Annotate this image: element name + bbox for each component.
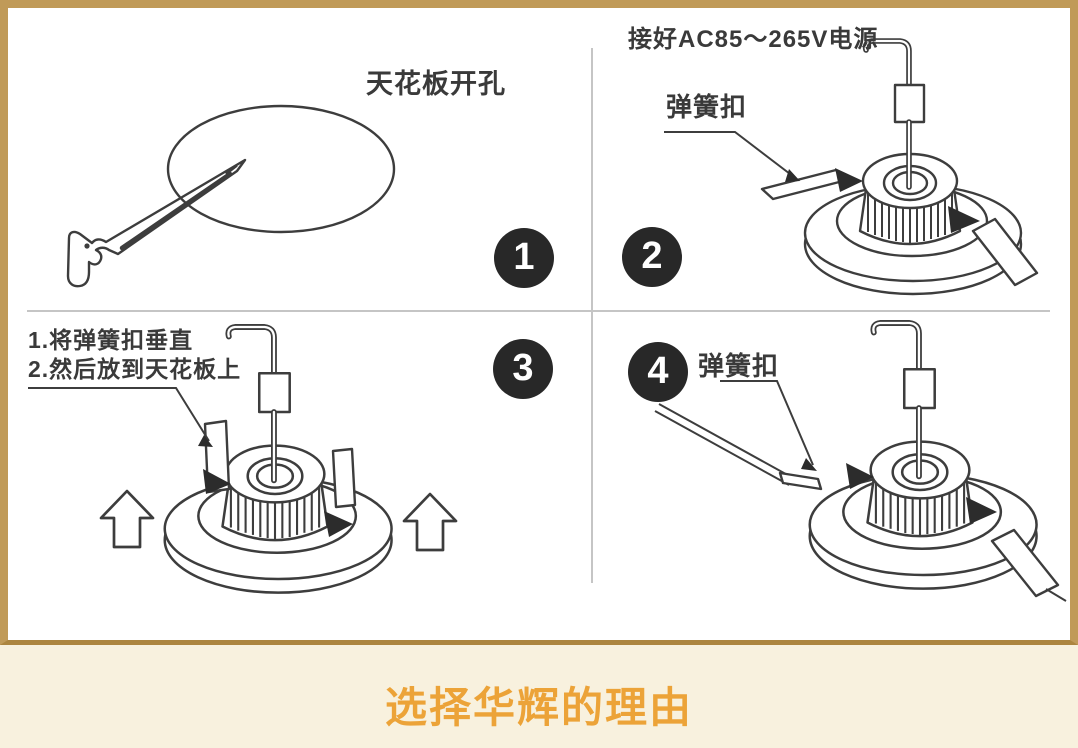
banner-title: 选择华辉的理由 <box>384 684 693 731</box>
up-arrow-right <box>402 492 458 552</box>
label-spring-clip-step2: 弹簧扣 <box>666 92 748 122</box>
spring-clip-leader-line <box>664 131 795 178</box>
up-arrow-left <box>99 489 155 549</box>
step-badge-3: 3 <box>493 339 553 399</box>
label-step3-line2: 2.然后放到天花板上 <box>28 356 242 383</box>
spring-clip-left <box>760 168 849 201</box>
label-spring-clip-step4: 弹簧扣 <box>698 351 780 381</box>
spring-clip-right <box>990 528 1060 598</box>
spring-clip-right <box>971 217 1039 287</box>
spring-clip-leader-line <box>720 380 814 466</box>
bottom-banner: 选择华辉的理由 <box>0 645 1078 748</box>
spring-clip-right <box>331 447 357 509</box>
step-badge-4: 4 <box>628 342 688 402</box>
downlight-step4 <box>654 323 1067 602</box>
downlight-step3 <box>28 327 458 593</box>
label-step3-line1: 1.将弹簧扣垂直 <box>28 327 194 353</box>
step-badge-1: 1 <box>494 228 554 288</box>
ceiling-hole-sketch <box>66 104 396 288</box>
step-badge-2: 2 <box>622 227 682 287</box>
label-ceiling-hole: 天花板开孔 <box>366 69 506 99</box>
installation-instruction-diagram: 天花板开孔 接好AC85～265V电源 弹簧扣 1.将弹簧扣垂直 2.然后放到天… <box>0 0 1078 645</box>
spring-clip-bar <box>654 410 790 486</box>
label-connect-power: 接好AC85～265V电源 <box>628 26 879 53</box>
downlight-install-lineart <box>27 8 1067 602</box>
downlight-step2 <box>664 41 1039 294</box>
instruction-leader-line <box>28 387 210 442</box>
label-step3-instructions: 1.将弹簧扣垂直 2.然后放到天花板上 <box>28 327 241 386</box>
